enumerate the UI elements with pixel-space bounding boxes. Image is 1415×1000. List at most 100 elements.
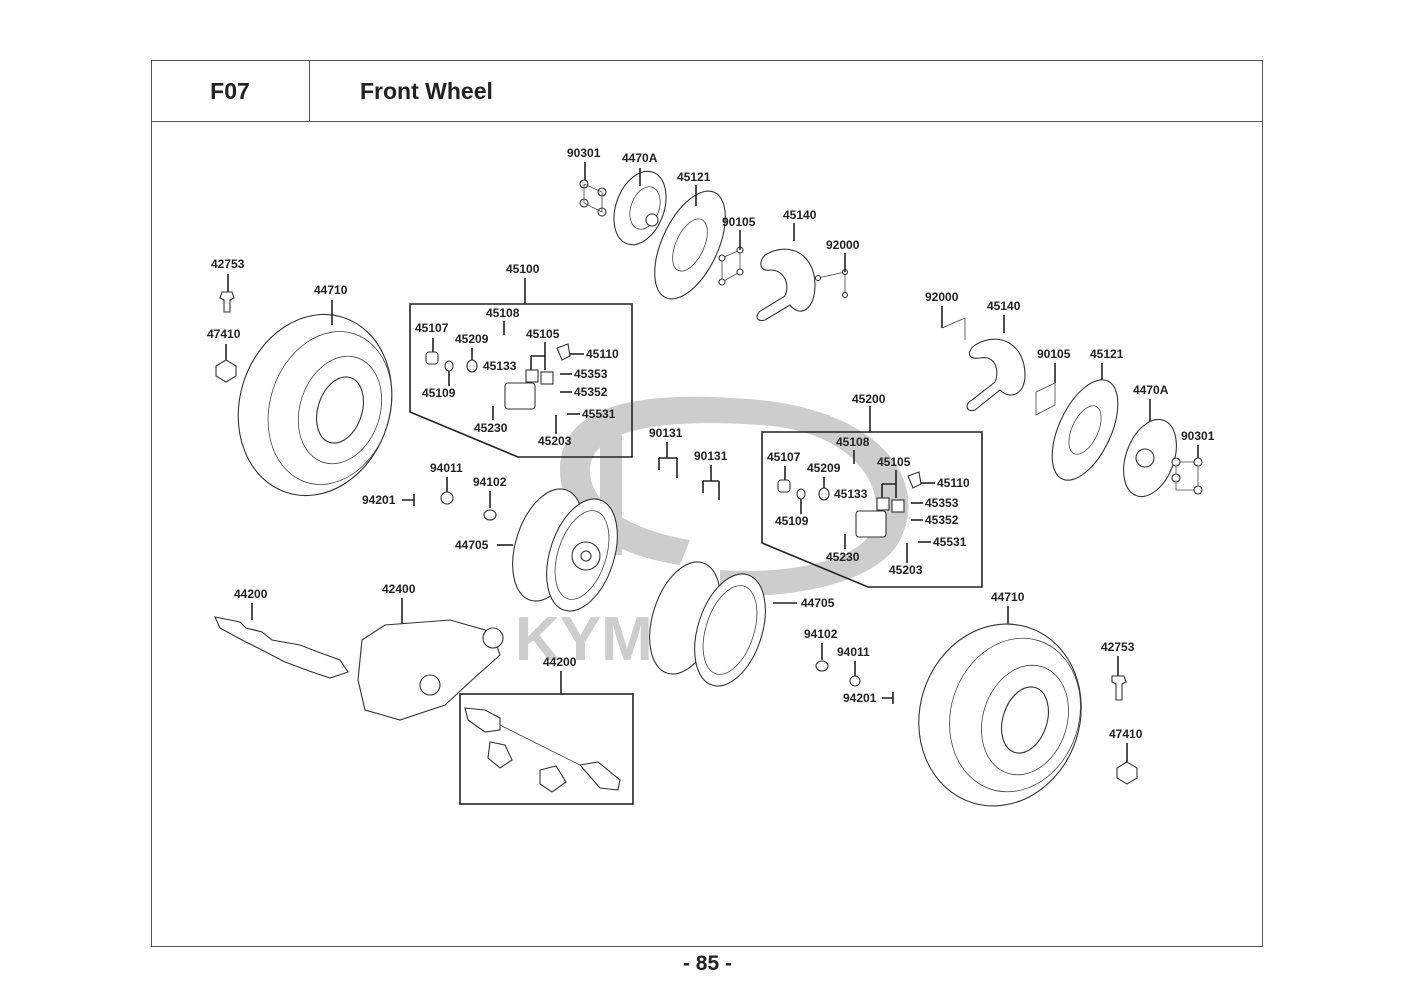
guard-bolt-set-icon <box>814 268 849 299</box>
pad-spring-icon <box>907 471 922 489</box>
label-44710: 44710 <box>314 283 348 297</box>
rim-hardware-left: 94011 94102 94201 <box>362 461 507 521</box>
rim-hardware-right: 94102 94011 94201 <box>804 627 894 705</box>
label-94011: 94011 <box>837 645 870 659</box>
brake-pad-icon <box>525 369 539 383</box>
caliper-assembly-45100: 45100 45108 45107 45209 45105 45110 4513… <box>409 262 633 458</box>
tire-icon <box>237 313 393 497</box>
label-45108: 45108 <box>836 435 870 449</box>
seal-ring-icon <box>466 359 478 373</box>
label-42400: 42400 <box>382 582 416 596</box>
label-45105: 45105 <box>526 327 560 341</box>
hub-cap-nut-icon <box>215 359 237 383</box>
label-44200: 44200 <box>543 655 577 669</box>
label-45108: 45108 <box>486 306 520 320</box>
cv-boot-icon <box>487 741 513 769</box>
label-90301: 90301 <box>567 146 601 160</box>
label-94102: 94102 <box>804 627 838 641</box>
seal-ring-icon <box>818 487 830 501</box>
drive-shaft-kit-box <box>459 693 634 805</box>
label-45107: 45107 <box>415 321 449 335</box>
label-90105: 90105 <box>1037 347 1071 361</box>
label-44710: 44710 <box>991 590 1025 604</box>
label-47410: 47410 <box>207 327 241 341</box>
label-45107: 45107 <box>767 450 801 464</box>
tire-assembly-right: 44710 42753 47410 <box>918 590 1143 807</box>
hub-assembly-upper: 90301 4470A 45121 90105 45140 <box>567 146 860 322</box>
label-92000: 92000 <box>826 238 860 252</box>
label-94201: 94201 <box>362 493 396 507</box>
label-4470A: 4470A <box>622 151 658 165</box>
header-divider <box>151 121 1263 122</box>
label-45531: 45531 <box>933 535 967 549</box>
label-45121: 45121 <box>677 170 711 184</box>
drive-shaft-icon <box>214 616 349 679</box>
label-45110: 45110 <box>586 347 619 361</box>
valve-stem-icon <box>219 291 235 313</box>
label-45105: 45105 <box>877 455 911 469</box>
tire-assembly-left: 42753 47410 44710 <box>207 257 393 497</box>
label-44705: 44705 <box>801 596 835 610</box>
hub-cap-nut-icon <box>1116 761 1138 785</box>
label-45230: 45230 <box>474 421 508 435</box>
washer-icon <box>483 509 497 521</box>
pad-spring-icon <box>556 343 571 361</box>
label-45203: 45203 <box>538 434 572 448</box>
label-45352: 45352 <box>574 385 608 399</box>
label-45140: 45140 <box>783 208 817 222</box>
rim-left: 44705 <box>455 488 618 612</box>
label-45121: 45121 <box>1090 347 1124 361</box>
label-90105: 90105 <box>722 215 756 229</box>
label-44200: 44200 <box>234 587 268 601</box>
label-45203: 45203 <box>889 563 923 577</box>
label-94102: 94102 <box>473 475 507 489</box>
caliper-assembly-45200: 45200 45108 45107 45209 45105 45110 4513… <box>761 392 983 588</box>
label-45209: 45209 <box>807 461 841 475</box>
caliper-body-icon <box>504 382 536 410</box>
label-94011: 94011 <box>430 461 463 475</box>
brake-disc-icon <box>1051 379 1119 481</box>
diagram-frame <box>151 60 1263 947</box>
hub-assembly-right: 92000 45140 90105 45121 4470A 90301 <box>925 290 1215 498</box>
label-45140: 45140 <box>987 299 1021 313</box>
caliper-body-icon <box>855 510 887 538</box>
caliper-pin-boot-icon <box>425 351 439 365</box>
label-44705: 44705 <box>455 538 489 552</box>
label-45352: 45352 <box>925 513 959 527</box>
tire-icon <box>918 623 1082 807</box>
caliper-pin-boot-icon <box>777 479 791 493</box>
label-45531: 45531 <box>582 407 616 421</box>
caliper-bolts: 90131 90131 <box>649 426 728 500</box>
lug-nut-set-icon <box>1171 457 1203 495</box>
label-92000: 92000 <box>925 290 959 304</box>
label-45230: 45230 <box>826 550 860 564</box>
label-45133: 45133 <box>483 359 517 373</box>
brake-pad-icon <box>876 497 890 511</box>
label-90131: 90131 <box>649 426 683 440</box>
brake-disc-icon <box>654 190 726 300</box>
disc-bolt-set-icon <box>718 246 744 286</box>
label-90301: 90301 <box>1181 429 1215 443</box>
rim-icon <box>694 573 766 687</box>
label-45209: 45209 <box>455 332 489 346</box>
disc-guard-icon <box>756 248 816 322</box>
label-42753: 42753 <box>211 257 245 271</box>
caliper-kit-box <box>409 303 633 458</box>
lug-nut-set-icon <box>579 179 607 217</box>
label-4470A: 4470A <box>1133 383 1169 397</box>
nut-icon <box>440 491 454 505</box>
nut-icon <box>849 675 861 687</box>
label-45109: 45109 <box>422 386 456 400</box>
caliper-kit-box <box>761 431 983 588</box>
label-42753: 42753 <box>1101 640 1135 654</box>
cv-joint-icon <box>464 707 501 733</box>
page-title: Front Wheel <box>360 77 493 104</box>
washer-icon <box>815 660 829 672</box>
label-45133: 45133 <box>834 487 868 501</box>
disc-guard-icon <box>966 338 1026 412</box>
label-45100: 45100 <box>506 262 540 276</box>
label-45353: 45353 <box>925 496 959 510</box>
rim-right: 44705 <box>649 561 835 687</box>
wheel-hub-icon <box>613 170 667 246</box>
